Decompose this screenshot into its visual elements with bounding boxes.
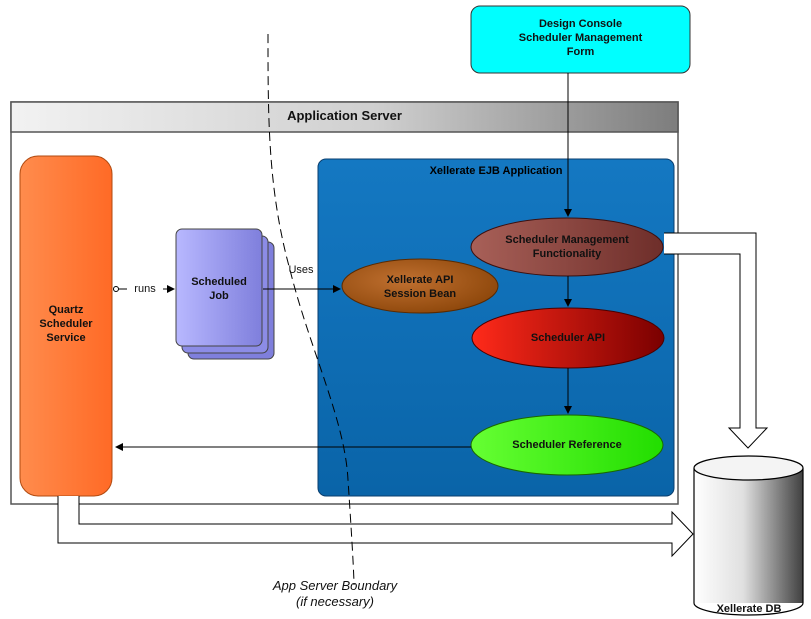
quartz-scheduler-label: Quartz Scheduler Service: [20, 303, 112, 345]
app-server-boundary-line: [267, 33, 355, 586]
scheduler-reference-label: Scheduler Reference: [512, 439, 622, 451]
runs-connector-dot: [113, 286, 119, 292]
design-console-line3: Form: [566, 46, 595, 58]
quartz-line1: Quartz: [48, 304, 84, 316]
ejb-application-title: Xellerate EJB Application: [429, 165, 563, 177]
design-console-line2: Scheduler Management: [518, 32, 643, 44]
design-console-label: Design Console Scheduler Management Form: [471, 17, 690, 59]
scheduler-management-label: Scheduler Management Functionality: [471, 233, 663, 261]
quartz-line2: Scheduler: [39, 318, 93, 330]
api-bean-line2: Session Bean: [383, 288, 457, 300]
sched-mgmt-line1: Scheduler Management: [505, 234, 629, 246]
scheduler-management-ellipse: [470, 217, 664, 277]
boundary-label: App Server Boundary (if necessary): [240, 578, 430, 610]
design-console-line1: Design Console: [538, 18, 623, 30]
application-server-title: Application Server: [287, 108, 402, 123]
mgmt-to-db-hollow-arrow: [664, 232, 769, 449]
scheduled-job-line2: Job: [209, 290, 229, 302]
boundary-line1: App Server Boundary: [272, 578, 398, 593]
quartz-line3: Service: [46, 332, 86, 344]
api-session-bean-label: Xellerate API Session Bean: [342, 273, 498, 301]
scheduled-job-stack: [175, 228, 275, 360]
api-session-bean-ellipse: [341, 258, 499, 314]
quartz-to-db-hollow-arrow: [57, 496, 694, 558]
scheduler-reference-ellipse: [470, 414, 664, 476]
sched-mgmt-line2: Functionality: [532, 248, 602, 260]
runs-label: runs: [127, 282, 163, 296]
scheduled-job-line1: Scheduled: [191, 276, 247, 288]
scheduled-job-label: Scheduled Job: [176, 275, 262, 303]
database-label: Xellerate DB: [716, 603, 782, 615]
api-bean-line1: Xellerate API: [386, 274, 454, 286]
scheduler-api-label: Scheduler API: [530, 332, 606, 344]
uses-label: Uses: [288, 264, 314, 276]
database-cylinder: [693, 455, 804, 616]
boundary-line2: (if necessary): [295, 594, 375, 609]
design-console-box: [470, 5, 691, 74]
